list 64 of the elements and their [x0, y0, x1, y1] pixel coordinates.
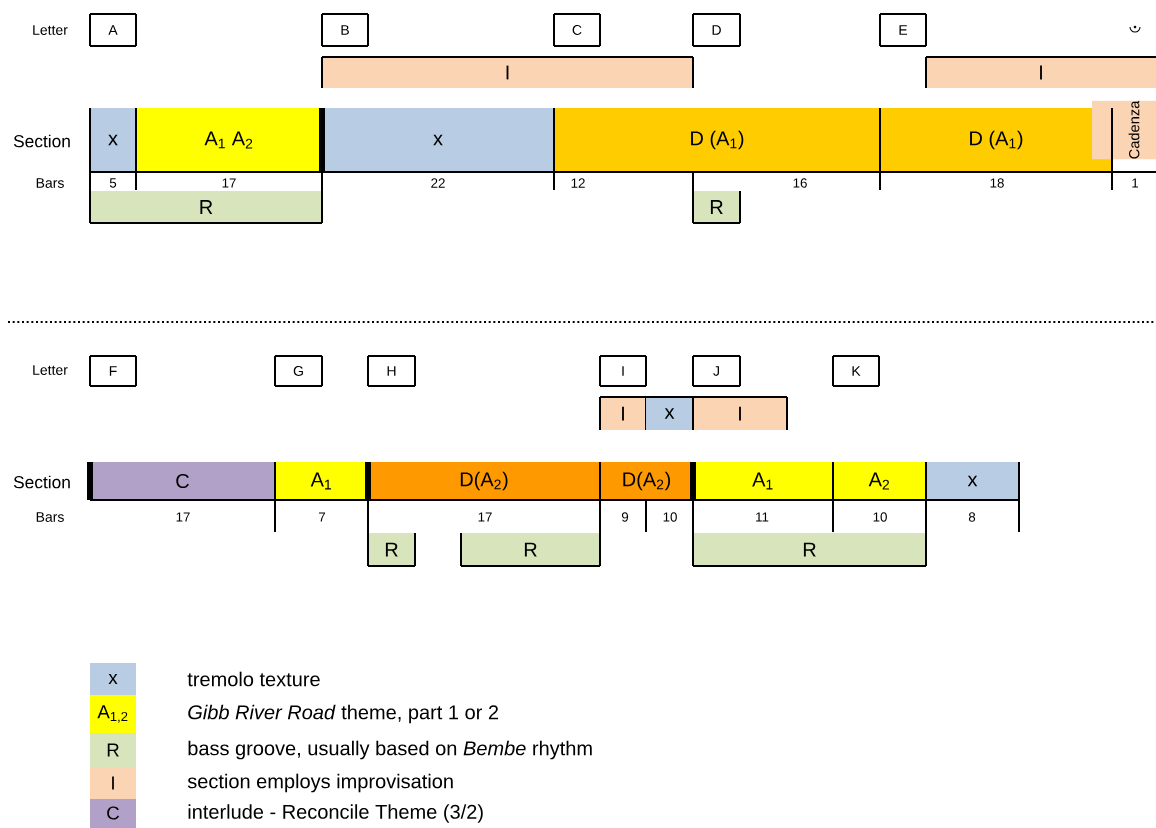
legend-text: interlude - Reconcile Theme (3/2)	[188, 804, 483, 823]
section-block: A$_{2}$	[833, 462, 926, 500]
letter-box: D	[692, 13, 741, 47]
letter-box: G	[274, 355, 323, 387]
cadenza-block: Cadenza	[1092, 100, 1156, 160]
swatch-letter: A$_{1,2}$	[97, 705, 128, 723]
bar-count: 10	[873, 512, 887, 522]
bar-count: 17	[222, 178, 236, 188]
texture-bar: x	[645, 396, 694, 430]
letter-box: C	[553, 13, 601, 47]
section-block: D (A$_{1}$)	[554, 108, 880, 172]
row-label: Bars	[36, 178, 64, 188]
node-label: D (A$_{1}$)	[970, 130, 1023, 150]
node-label: A$_{2}$	[868, 472, 890, 490]
improvisation-bar: I	[925, 56, 1156, 89]
node-label: D (A$_{1}$)	[691, 130, 744, 150]
legend-text: bass groove, usually based on Bembe rhythm	[188, 740, 592, 760]
groove-bar: R	[89, 190, 323, 224]
letter-box: E	[879, 13, 927, 47]
bar-count: 11	[756, 512, 769, 522]
letter-box: I	[599, 355, 647, 387]
groove-bar: R	[367, 532, 416, 567]
row-label: Section	[13, 475, 70, 489]
improvisation-bar: I	[692, 396, 788, 431]
legend-text: section employs improvisation	[187, 773, 453, 793]
section-block: A$_{1}$ A$_{2}$	[136, 108, 322, 172]
row-label: Section	[13, 134, 70, 148]
section-block: x	[90, 108, 136, 172]
groove-bar: R	[460, 532, 601, 567]
letter-box: H	[367, 355, 416, 387]
section-block: x	[322, 108, 554, 172]
letter-box: A	[89, 13, 137, 47]
bar-count: 10	[663, 512, 677, 522]
row-label: Letter	[33, 25, 68, 35]
section-block: A$_{1}$	[275, 462, 368, 500]
section-block: D (A$_{1}$)	[880, 108, 1112, 172]
bar-count: 5	[109, 178, 117, 188]
section-block: D(A$_{2}$)	[600, 462, 693, 500]
bar-count: 17	[478, 512, 492, 522]
improvisation-bar: I	[321, 56, 694, 89]
groove-bar: R	[692, 190, 741, 224]
section-block: x	[926, 462, 1019, 500]
swatch-letter: I	[112, 776, 114, 790]
bar-count: 12	[571, 178, 585, 188]
legend-text: Gibb River Road theme, part 1 or 2	[188, 704, 499, 724]
node-label: D(A$_{2}$)	[623, 471, 671, 491]
section-block: A$_{1}$	[693, 462, 833, 500]
section-block: C	[90, 462, 275, 500]
letter-box: K	[832, 355, 880, 387]
node-label: D(A$_{2}$)	[460, 471, 508, 491]
row-label: Letter	[33, 365, 68, 375]
improvisation-bar: I	[599, 396, 647, 431]
swatch-letter: C	[107, 806, 120, 820]
node-label: A$_{1}$	[752, 472, 773, 490]
swatch-letter: R	[107, 743, 119, 757]
letter-box: J	[692, 355, 741, 387]
letter-box: F	[89, 355, 137, 387]
swatch-letter: x	[108, 674, 118, 684]
letter-box: B	[321, 13, 369, 47]
legend-text: tremolo texture	[187, 671, 320, 687]
bar-count: 9	[621, 512, 629, 522]
groove-bar: R	[692, 532, 927, 567]
row-label: Bars	[36, 512, 64, 522]
bar-count: 1	[1132, 178, 1139, 188]
